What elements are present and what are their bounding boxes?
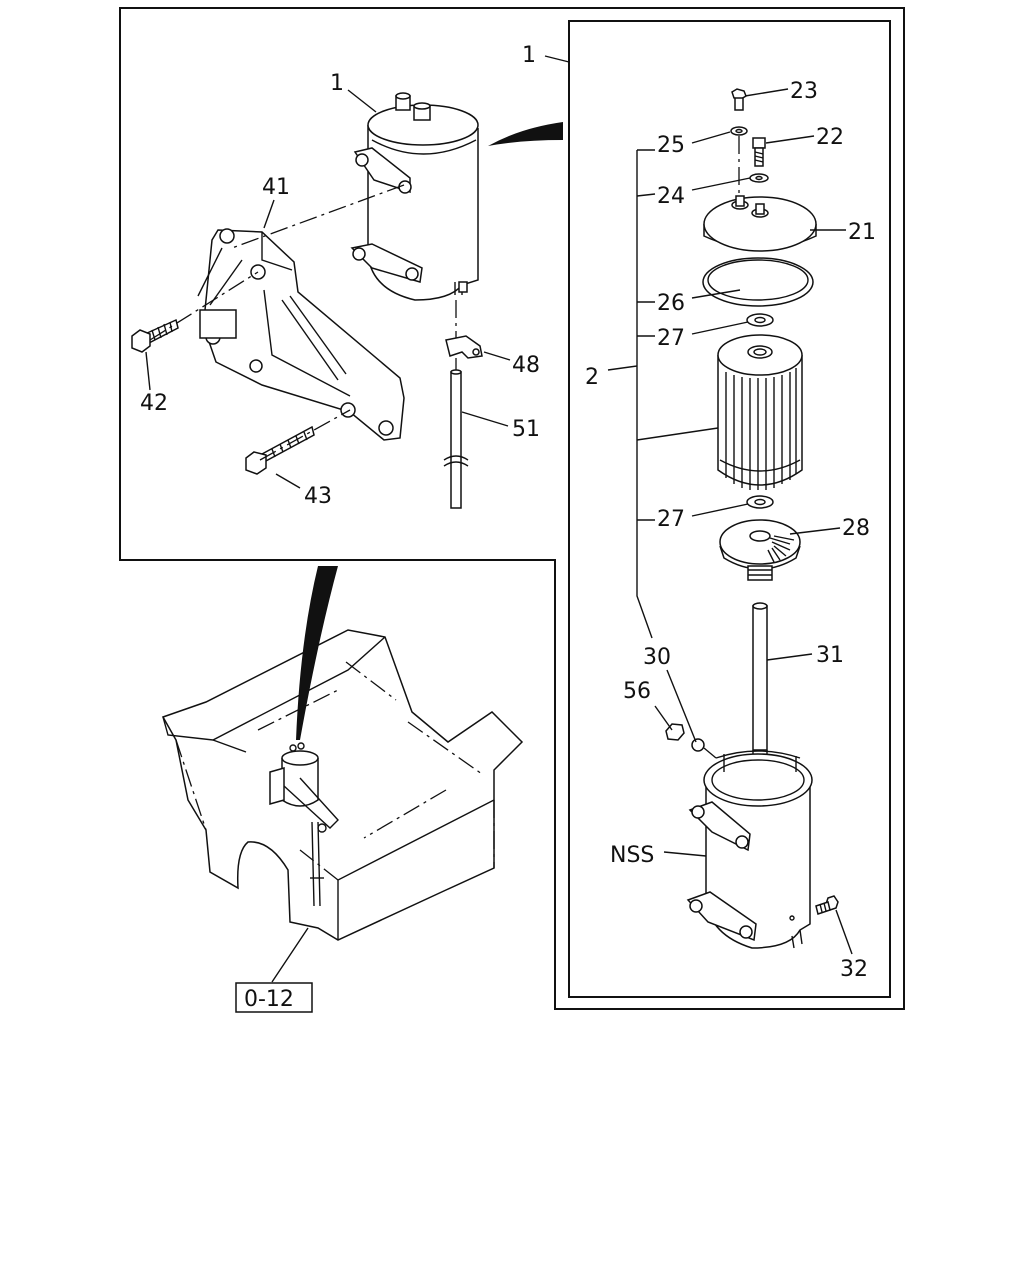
bolt-part-23 <box>731 88 747 111</box>
filter-assembly-overview <box>131 92 563 509</box>
bolt-part-43 <box>245 425 315 475</box>
callout-26: 26 <box>657 291 685 316</box>
page-reference-label[interactable]: 0-12 <box>244 987 294 1012</box>
callout-1-top: 1 <box>522 43 536 68</box>
leader-lines-right <box>544 55 853 955</box>
diagram-frames <box>119 7 905 1010</box>
callout-labels: 1 1 41 42 43 48 51 23 22 25 24 21 26 27 … <box>140 43 876 1012</box>
callout-41: 41 <box>262 175 290 200</box>
bolt-part-32 <box>815 895 839 915</box>
engine-location-view <box>161 566 524 941</box>
washer-part-24 <box>749 173 769 183</box>
callout-27-lower: 27 <box>657 507 685 532</box>
callout-22: 22 <box>816 125 844 150</box>
callout-43: 43 <box>304 484 332 509</box>
callout-21: 21 <box>848 220 876 245</box>
bolt-part-22 <box>752 137 766 167</box>
callout-1-inset: 1 <box>330 71 344 96</box>
washer-part-30 <box>691 738 705 752</box>
page-reference-box <box>235 982 313 1013</box>
rod-part-31 <box>752 602 768 767</box>
callout-48: 48 <box>512 353 540 378</box>
callout-30: 30 <box>643 645 671 670</box>
callout-32: 32 <box>840 957 868 982</box>
pipe-part-51 <box>443 369 469 509</box>
filter-housing-part-1 <box>350 92 479 301</box>
callout-27-upper: 27 <box>657 326 685 351</box>
bolt-part-42 <box>131 318 179 353</box>
base-part-28 <box>719 519 801 581</box>
callout-25: 25 <box>657 133 685 158</box>
callout-56: 56 <box>623 679 651 704</box>
leader-lines-left <box>145 89 511 489</box>
callout-42: 42 <box>140 391 168 416</box>
callout-23: 23 <box>790 79 818 104</box>
filter-element-part-2 <box>717 334 803 490</box>
callout-31: 31 <box>816 643 844 668</box>
clip-part-48 <box>445 335 483 359</box>
seal-part-27-lower <box>746 495 774 509</box>
callout-24: 24 <box>657 184 685 209</box>
callout-51: 51 <box>512 417 540 442</box>
washer-part-25 <box>730 126 748 136</box>
seal-ring-part-26 <box>702 257 814 307</box>
callout-28: 28 <box>842 516 870 541</box>
reference-leader <box>271 927 309 983</box>
exploded-view <box>665 88 839 949</box>
cover-part-21 <box>703 195 817 252</box>
bracket-part-41 <box>197 228 405 441</box>
housing-nss <box>686 750 813 949</box>
seal-part-27-upper <box>746 313 774 327</box>
callout-nss: NSS <box>610 843 654 868</box>
callout-2: 2 <box>585 365 599 390</box>
